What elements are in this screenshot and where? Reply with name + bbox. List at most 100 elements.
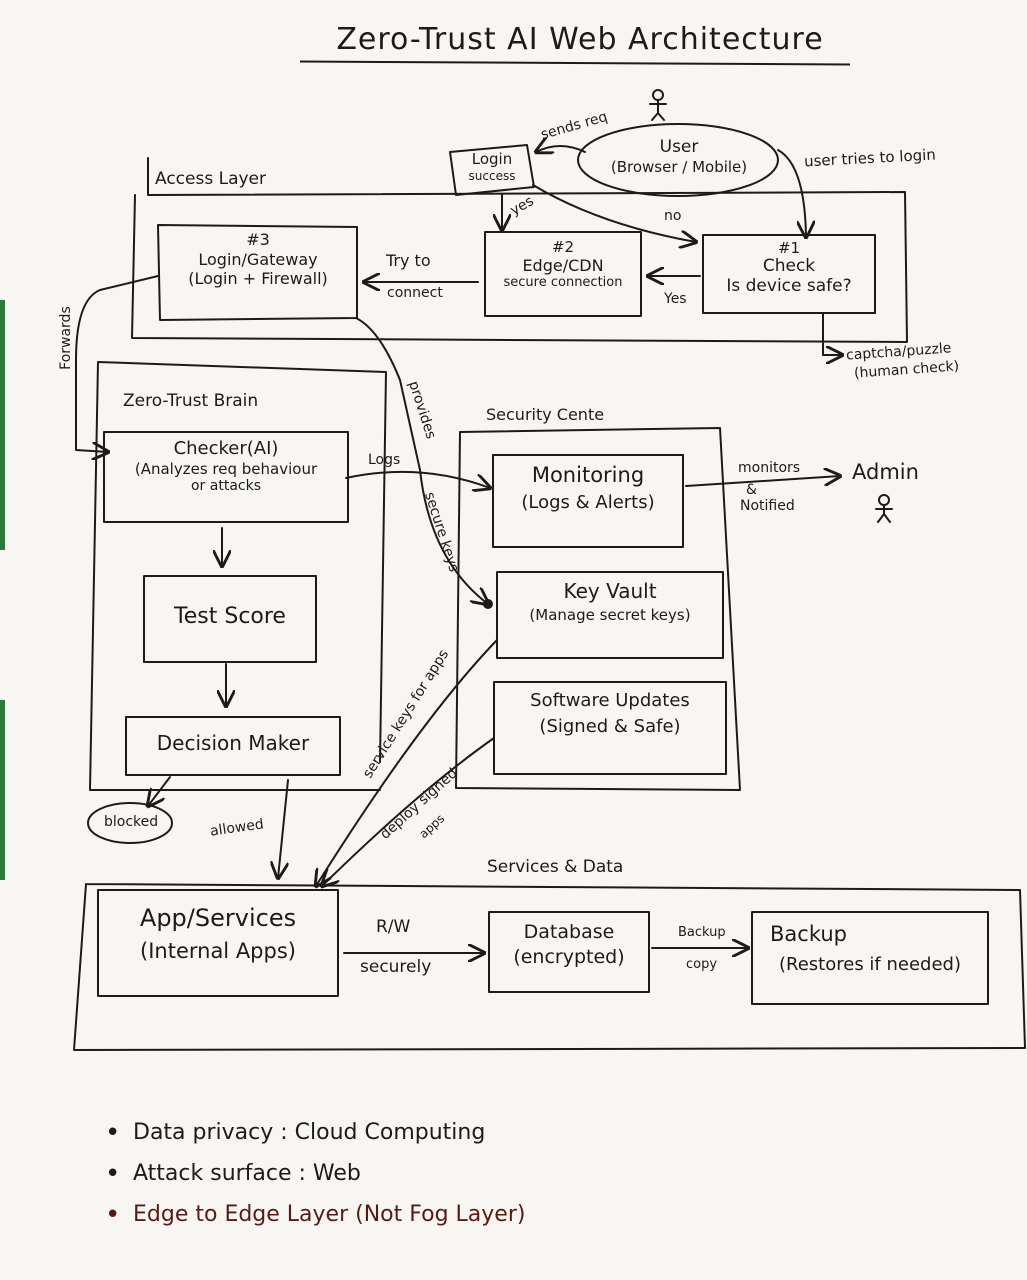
brain-frame	[89, 361, 387, 791]
login-success-box	[449, 144, 535, 196]
gateway-title: Login/Gateway	[198, 249, 318, 269]
edge-title: Edge/CDN	[522, 256, 604, 275]
arrow-forwards	[75, 275, 159, 452]
security-layer-title: Security Cente	[486, 405, 605, 424]
edge-label-copy: copy	[686, 957, 718, 972]
edge-label: #2 Edge/CDN secure connection	[485, 238, 641, 291]
edge-label-rw: R/W	[376, 917, 411, 937]
blocked-node	[87, 802, 173, 844]
check-title: Check	[762, 256, 816, 277]
test-score-label: Test Score	[174, 604, 286, 629]
brain-layer-title: Zero-Trust Brain	[123, 391, 259, 411]
edge-label-securely: securely	[360, 957, 432, 977]
updates-subtitle: (Signed & Safe)	[539, 716, 681, 738]
arrow-logs	[345, 470, 490, 488]
key-vault-label: Key Vault (Manage secret keys)	[497, 578, 723, 625]
edge-label-connect: connect	[387, 285, 443, 301]
arrow-login-to-check	[532, 184, 696, 242]
edge-label-monitors: monitors	[738, 460, 801, 476]
arrow-decision-to-blocked	[148, 776, 171, 806]
monitoring-label: Monitoring (Logs & Alerts)	[493, 460, 683, 517]
checker-subtitle-2: or attacks	[190, 477, 261, 494]
edge-label-try: Try to	[386, 251, 431, 270]
note-item: Edge to Edge Layer (Not Fog Layer)	[105, 1200, 525, 1230]
checker-title: Checker(AI)	[173, 438, 279, 459]
notes-list: Data privacy : Cloud Computing Attack su…	[105, 1118, 525, 1243]
user-figure-icon	[649, 89, 667, 121]
check-subtitle: Is device safe?	[726, 275, 852, 296]
app-box	[97, 889, 339, 997]
login-success-line2: success	[468, 168, 516, 183]
monitoring-title: Monitoring	[531, 463, 645, 487]
arrow-user-to-login	[536, 146, 586, 152]
gateway-label: #3 Login/Gateway (Login + Firewall)	[158, 230, 358, 289]
edge-label-backup: Backup	[678, 925, 726, 940]
arrow-deploy-apps	[322, 737, 495, 886]
edge-label-notified: Notified	[740, 498, 795, 514]
access-layer-frame	[131, 157, 908, 343]
test-score-box	[143, 575, 317, 663]
app-label: App/Services (Internal Apps)	[98, 900, 338, 968]
edge-label-no: no	[664, 208, 682, 224]
check-box	[702, 234, 876, 314]
admin-label: Admin	[852, 460, 919, 484]
login-success-line1: Login	[471, 150, 513, 168]
user-node	[577, 123, 779, 197]
database-title: Database	[523, 921, 615, 943]
admin-figure-icon	[875, 494, 893, 523]
edge-label-monitors-amp: &	[746, 482, 757, 498]
arrow-check-to-captcha	[822, 313, 842, 355]
gateway-subtitle: (Login + Firewall)	[188, 269, 328, 289]
services-frame	[73, 883, 1026, 1051]
access-layer-title: Access Layer	[155, 169, 266, 189]
edge-label-forwards: Forwards	[57, 306, 74, 370]
updates-label: Software Updates (Signed & Safe)	[494, 688, 726, 740]
monitoring-box	[492, 454, 684, 548]
edge-box	[484, 231, 642, 317]
backup-title: Backup	[770, 922, 847, 946]
backup-box	[751, 911, 989, 1005]
updates-box	[493, 681, 727, 775]
checker-label: Checker(AI) (Analyzes req behaviour or a…	[104, 438, 348, 494]
diagram-title: Zero-Trust AI Web Architecture	[336, 22, 824, 57]
edge-label-logs: Logs	[368, 452, 401, 468]
user-label-line1: User	[659, 137, 699, 157]
backup-label: Backup (Restores if needed)	[752, 918, 988, 978]
edge-label-yes-check: Yes	[664, 291, 687, 307]
blocked-label: blocked	[104, 814, 159, 830]
arrow-user-to-check	[777, 149, 806, 237]
database-box	[488, 911, 650, 993]
checker-subtitle: (Analyzes req behaviour	[134, 459, 318, 478]
edge-subtitle: secure connection	[503, 275, 623, 291]
key-vault-title: Key Vault	[563, 579, 657, 603]
arrow-decision-to-app	[278, 779, 289, 878]
monitoring-subtitle: (Logs & Alerts)	[521, 492, 655, 514]
app-subtitle: (Internal Apps)	[140, 939, 296, 963]
updates-title: Software Updates	[530, 690, 690, 711]
decision-label: Decision Maker	[156, 731, 310, 755]
user-label-line2: (Browser / Mobile)	[610, 158, 748, 177]
services-layer-title: Services & Data	[487, 857, 624, 877]
photo-edge-strip	[0, 700, 5, 880]
key-vault-box	[496, 571, 724, 659]
key-vault-subtitle: (Manage secret keys)	[529, 606, 691, 624]
security-frame	[455, 427, 741, 791]
key-vault-dot	[483, 599, 493, 609]
database-subtitle: (encrypted)	[513, 945, 625, 968]
arrow-service-keys	[316, 639, 498, 886]
note-item: Data privacy : Cloud Computing	[105, 1118, 525, 1148]
check-number: #1	[777, 239, 801, 257]
note-item: Attack surface : Web	[105, 1159, 525, 1189]
database-label: Database (encrypted)	[489, 920, 649, 969]
photo-edge-strip	[0, 300, 5, 550]
arrow-monitors-admin	[685, 476, 840, 487]
check-label: #1 Check Is device safe?	[703, 239, 875, 296]
gateway-number: #3	[246, 230, 270, 249]
backup-subtitle: (Restores if needed)	[779, 953, 961, 975]
edge-number: #2	[551, 238, 575, 256]
user-label: User (Browser / Mobile)	[590, 137, 768, 177]
arrow-provides-keys	[355, 317, 488, 604]
decision-box	[125, 716, 341, 776]
login-success-label: Login success	[452, 150, 532, 184]
